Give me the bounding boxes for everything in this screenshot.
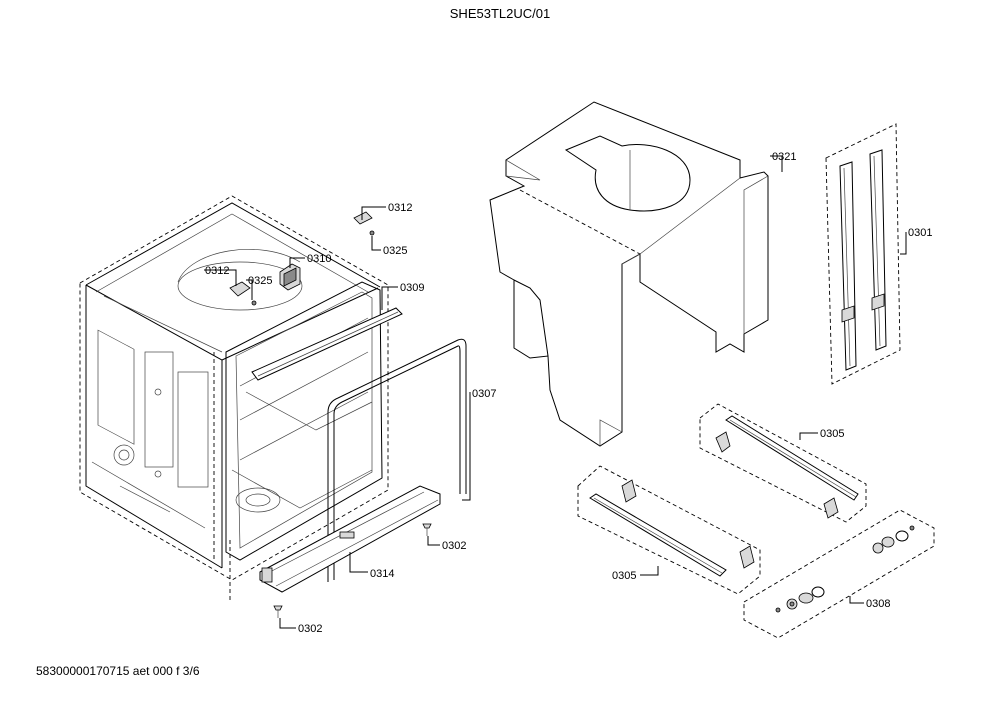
callout-0314: 0314: [370, 568, 394, 580]
callout-0302-right: 0302: [442, 540, 466, 552]
callout-0325-lower: 0325: [248, 275, 272, 287]
gasket-strip-0309: [251, 307, 403, 381]
callout-0305-lower: 0305: [612, 570, 636, 582]
side-rails-0301: [825, 123, 901, 385]
page-title: SHE53TL2UC/01: [449, 6, 551, 21]
callout-0309: 0309: [400, 282, 424, 294]
callout-0325-upper: 0325: [383, 245, 407, 257]
leader-lines: [204, 155, 907, 629]
callout-0308: 0308: [866, 598, 890, 610]
callout-0310: 0310: [307, 253, 331, 265]
callout-0312-upper: 0312: [388, 202, 412, 214]
insulation-cover-0321: [489, 101, 769, 447]
callout-0312-lower: 0312: [205, 265, 229, 277]
document-code: 58300000170715 aet 000 f 3/6: [36, 664, 200, 678]
callout-0305-upper: 0305: [820, 428, 844, 440]
callout-0321: 0321: [772, 151, 796, 163]
rail-0305-upper: [699, 403, 867, 523]
screws-0302: [273, 523, 432, 618]
callout-0302-left: 0302: [298, 623, 322, 635]
door-seal-0307: [327, 338, 467, 582]
rail-0305-lower: [577, 465, 761, 595]
hinge-clips: [229, 211, 375, 306]
bottom-bracket-0314: [259, 485, 441, 593]
callout-0307: 0307: [472, 388, 496, 400]
wheel-set-0308: [743, 509, 935, 639]
tub-assembly: [79, 195, 389, 600]
callout-0301: 0301: [908, 227, 932, 239]
